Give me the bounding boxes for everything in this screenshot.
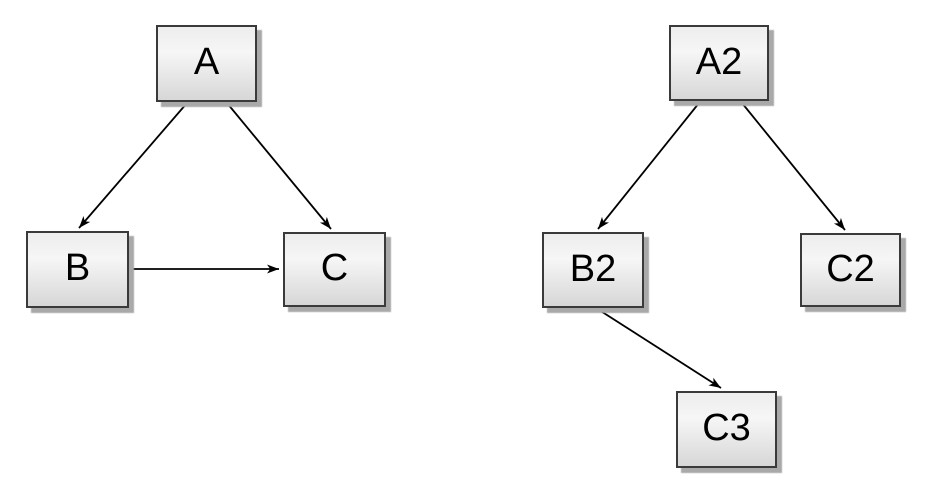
- edge-A-C: [226, 102, 332, 230]
- node-label-B: B: [64, 247, 91, 289]
- edge-A2-B2: [597, 102, 700, 230]
- node-label-B2: B2: [569, 247, 617, 290]
- node-A2: A2: [669, 25, 769, 101]
- node-label-A: A: [193, 41, 220, 83]
- node-label-C2: C2: [826, 247, 875, 290]
- node-label-C3: C3: [702, 407, 751, 449]
- edge-A-B: [78, 102, 188, 229]
- node-C2: C2: [800, 233, 901, 307]
- node-C3: C3: [676, 391, 777, 468]
- node-B: B: [26, 231, 129, 308]
- node-C: C: [283, 232, 386, 307]
- edge-A2-C2: [741, 102, 846, 231]
- edge-B2-C3: [595, 307, 722, 389]
- node-B2: B2: [542, 232, 644, 308]
- node-A: A: [156, 25, 257, 102]
- node-label-C: C: [320, 247, 349, 289]
- node-label-A2: A2: [695, 40, 743, 83]
